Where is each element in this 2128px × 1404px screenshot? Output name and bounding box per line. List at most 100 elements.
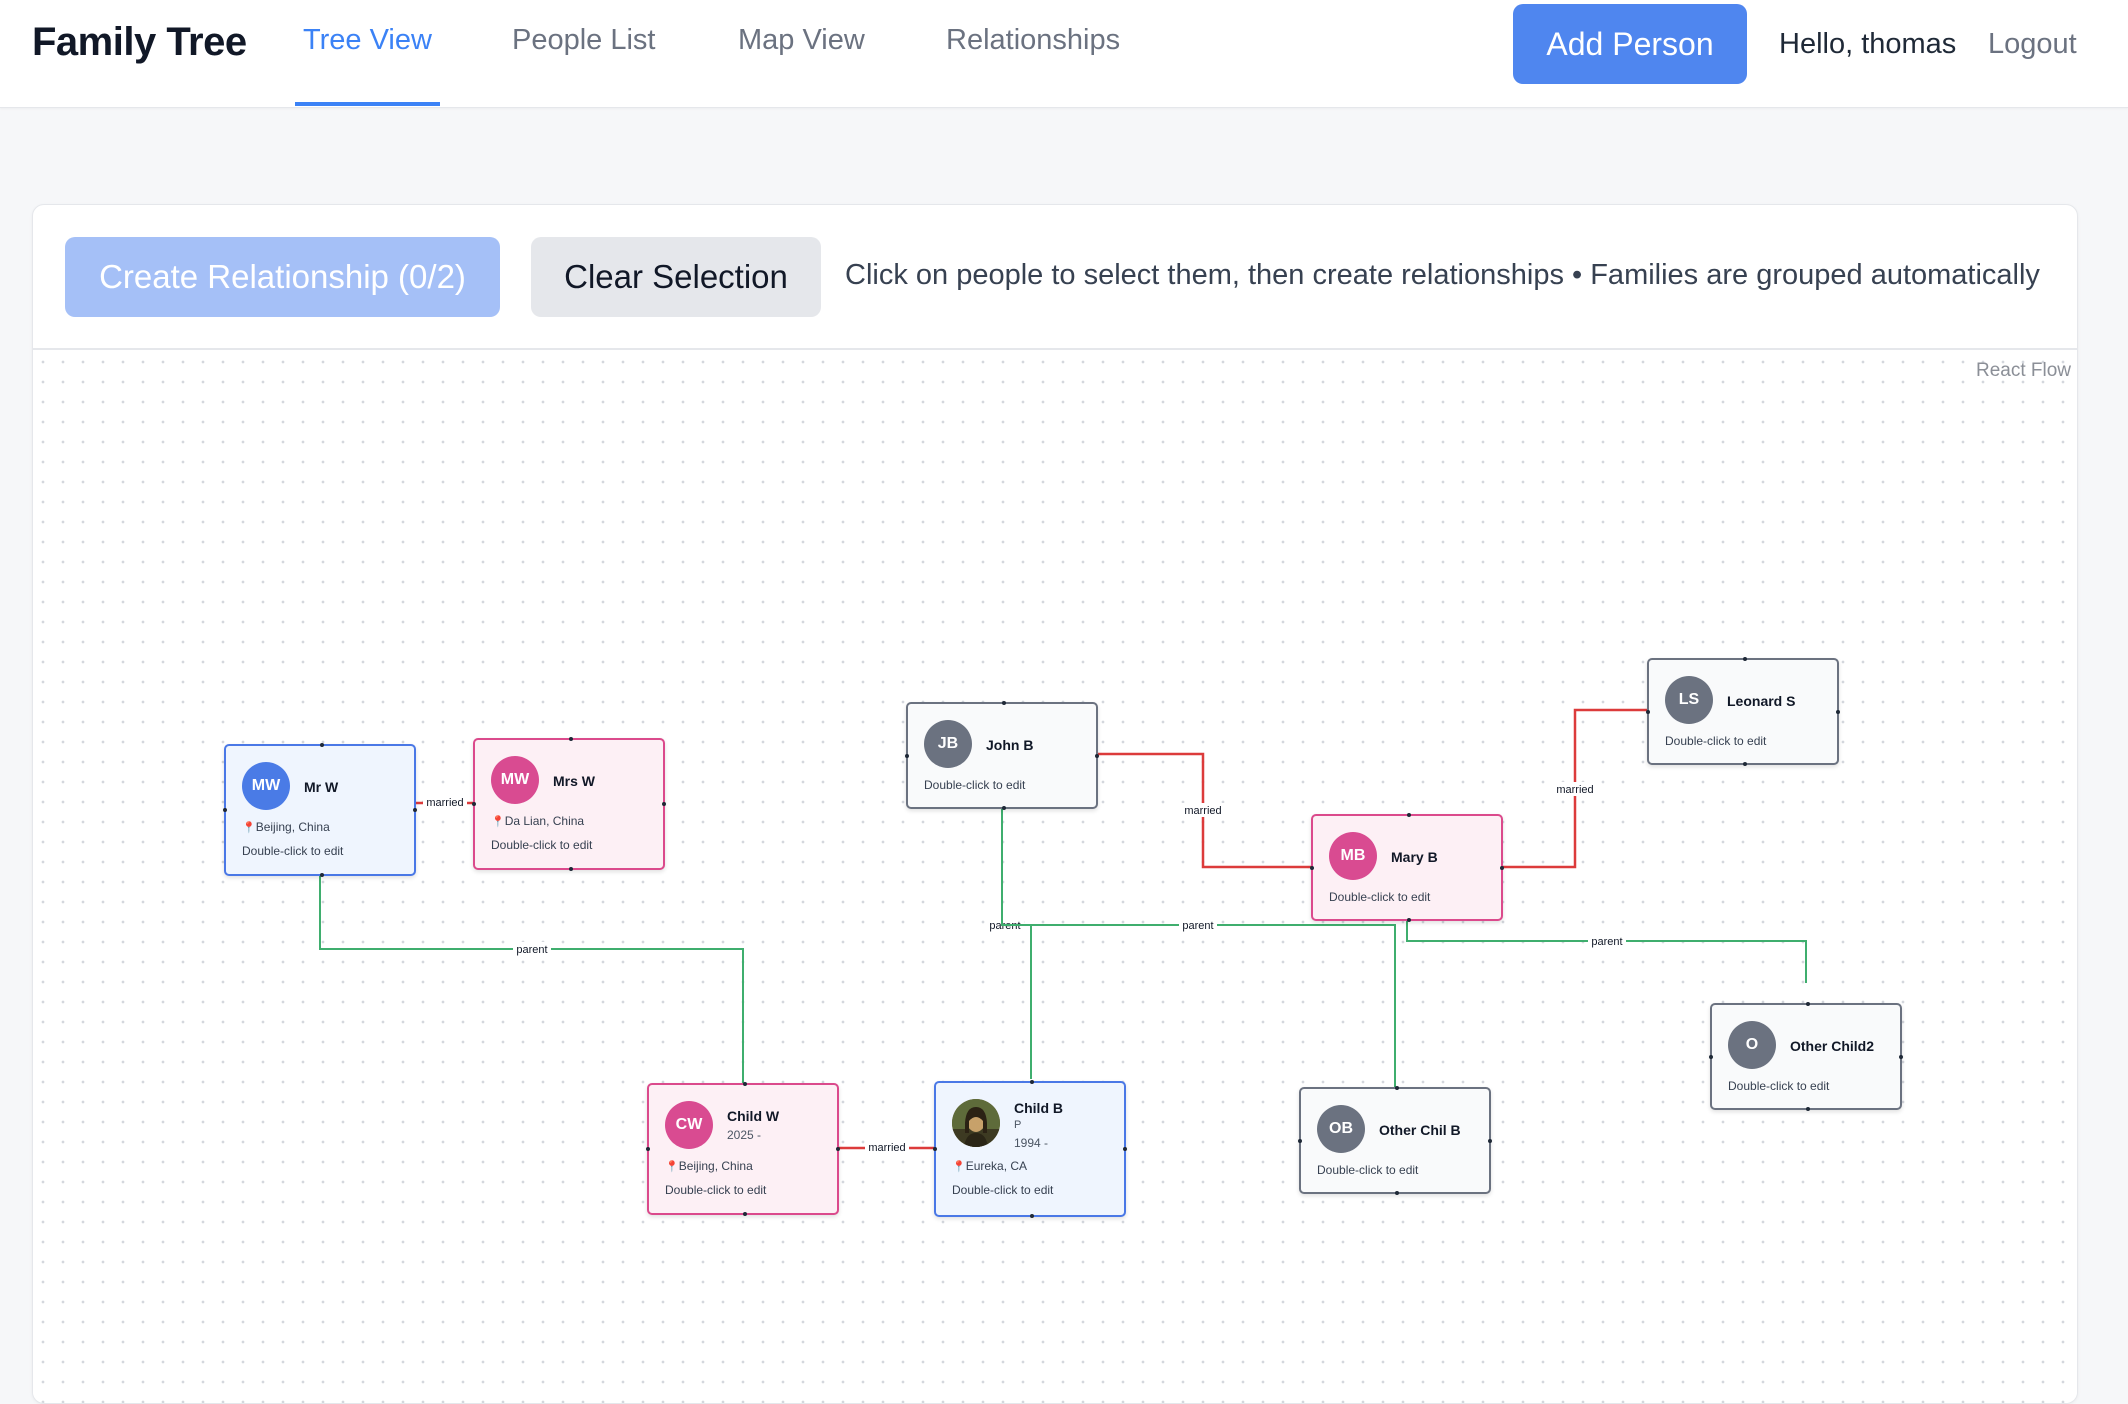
edge-parent-johnb-childb[interactable]: parent <box>986 809 1032 1079</box>
avatar: O <box>1728 1021 1776 1069</box>
connection-handle[interactable] <box>1395 1191 1399 1195</box>
edge-label: parent <box>1591 936 1622 948</box>
person-node-john-b[interactable]: JB John B Double-click to edit <box>905 701 1099 810</box>
person-node-leonard-s[interactable]: LS Leonard S Double-click to edit <box>1646 657 1840 766</box>
tab-tree-view[interactable]: Tree View <box>303 24 432 56</box>
connection-handle[interactable] <box>1806 1002 1810 1006</box>
edge-married-johnb-maryb[interactable]: married <box>1098 752 1311 869</box>
location-pin-icon: 📍 <box>952 1161 966 1173</box>
user-greeting: Hello, thomas <box>1779 28 1957 60</box>
logout-link[interactable]: Logout <box>1988 28 2077 60</box>
person-node-child-w[interactable]: CW Child W 2025 - 📍Beijing, China Double… <box>646 1082 840 1216</box>
react-flow-attribution[interactable]: React Flow <box>1975 360 2071 381</box>
person-node-other-child2[interactable]: O Other Child2 Double-click to edit <box>1709 1002 1903 1111</box>
connection-handle[interactable] <box>1395 1086 1399 1090</box>
edit-hint: Double-click to edit <box>491 838 593 852</box>
add-person-button[interactable]: Add Person <box>1513 4 1747 84</box>
tree-canvas[interactable]: React Flow married married married <box>33 352 2077 1403</box>
tree-panel: Create Relationship (0/2) Clear Selectio… <box>32 204 2078 1404</box>
location-pin-icon: 📍 <box>665 1161 679 1173</box>
toolbar-hint-text: Click on people to select them, then cre… <box>845 259 2040 291</box>
avatar: MW <box>242 762 290 810</box>
connection-handle[interactable] <box>1646 710 1650 714</box>
connection-handle[interactable] <box>662 802 666 806</box>
edit-hint: Double-click to edit <box>1665 734 1767 748</box>
connection-handle[interactable] <box>320 873 324 877</box>
edge-married-childw-childb[interactable]: married <box>838 1140 935 1154</box>
edit-hint: Double-click to edit <box>952 1183 1054 1197</box>
edge-label: married <box>1184 805 1221 817</box>
connection-handle[interactable] <box>1806 1107 1810 1111</box>
connection-handle[interactable] <box>223 808 227 812</box>
connection-handle[interactable] <box>1407 918 1411 922</box>
connection-handle[interactable] <box>1310 866 1314 870</box>
edge-label: parent <box>1182 920 1213 932</box>
edge-parent-maryb-otherchild2[interactable]: parent <box>1406 919 1807 983</box>
edge-label: married <box>868 1142 905 1154</box>
edit-hint: Double-click to edit <box>242 844 344 858</box>
connection-handle[interactable] <box>1002 806 1006 810</box>
connection-handle[interactable] <box>569 867 573 871</box>
connection-handle[interactable] <box>1836 710 1840 714</box>
top-nav-bar: Family Tree Tree View People List Map Vi… <box>0 0 2128 108</box>
connection-handle[interactable] <box>1743 657 1747 661</box>
connection-handle[interactable] <box>1899 1055 1903 1059</box>
person-location: 📍Da Lian, China <box>491 814 585 828</box>
connection-handle[interactable] <box>1488 1139 1492 1143</box>
edge-label: married <box>426 797 463 809</box>
edge-married-maryb-leonards[interactable]: married <box>1503 708 1648 869</box>
avatar: MW <box>491 756 539 804</box>
person-node-other-chil-b[interactable]: OB Other Chil B Double-click to edit <box>1298 1086 1492 1195</box>
connection-handle[interactable] <box>569 737 573 741</box>
connection-handle[interactable] <box>1743 762 1747 766</box>
location-pin-icon: 📍 <box>491 816 505 828</box>
relationship-edges: married married married married <box>319 708 1807 1154</box>
edge-married-mrw-mrsw[interactable]: married <box>416 795 473 809</box>
connection-handle[interactable] <box>905 754 909 758</box>
person-dates: 2025 - <box>727 1128 762 1142</box>
location-pin-icon: 📍 <box>242 822 256 834</box>
create-relationship-button[interactable]: Create Relationship (0/2) <box>65 237 500 317</box>
connection-handle[interactable] <box>1500 866 1504 870</box>
edge-label: married <box>1556 784 1593 796</box>
person-name: Leonard S <box>1727 693 1796 709</box>
connection-handle[interactable] <box>743 1082 747 1086</box>
edge-label: parent <box>516 944 547 956</box>
connection-handle[interactable] <box>413 808 417 812</box>
person-name: Other Child2 <box>1790 1038 1875 1054</box>
connection-handle[interactable] <box>646 1147 650 1151</box>
connection-handle[interactable] <box>1298 1139 1302 1143</box>
person-note: P <box>1014 1119 1022 1131</box>
edge-parent-mrw-childw[interactable]: parent <box>319 855 744 1087</box>
tab-map-view[interactable]: Map View <box>738 24 865 56</box>
connection-handle[interactable] <box>933 1147 937 1151</box>
edit-hint: Double-click to edit <box>1317 1163 1419 1177</box>
connection-handle[interactable] <box>320 743 324 747</box>
edit-hint: Double-click to edit <box>1329 890 1431 904</box>
person-node-child-b[interactable]: Child B P 1994 - 📍Eureka, CA Double-clic… <box>933 1080 1127 1218</box>
connection-handle[interactable] <box>1095 754 1099 758</box>
connection-handle[interactable] <box>1123 1147 1127 1151</box>
clear-selection-button[interactable]: Clear Selection <box>531 237 821 317</box>
connection-handle[interactable] <box>1030 1080 1034 1084</box>
tab-people-list[interactable]: People List <box>512 24 656 56</box>
person-node-mr-w[interactable]: MW Mr W 📍Beijing, China Double-click to … <box>223 743 417 877</box>
tab-relationships[interactable]: Relationships <box>946 24 1121 56</box>
edge-parent-johnb-otherchilb[interactable]: parent <box>1001 809 1396 1087</box>
connection-handle[interactable] <box>836 1147 840 1151</box>
person-name: Mary B <box>1391 849 1438 865</box>
connection-handle[interactable] <box>1002 701 1006 705</box>
avatar-photo <box>952 1099 1000 1147</box>
person-node-mrs-w[interactable]: MW Mrs W 📍Da Lian, China Double-click to… <box>472 737 666 871</box>
person-name: Mr W <box>304 779 339 795</box>
person-name: John B <box>986 737 1034 753</box>
connection-handle[interactable] <box>1709 1055 1713 1059</box>
connection-handle[interactable] <box>1407 813 1411 817</box>
person-node-mary-b[interactable]: MB Mary B Double-click to edit <box>1310 813 1504 922</box>
app-brand: Family Tree <box>32 20 247 64</box>
person-location: 📍Eureka, CA <box>952 1159 1028 1173</box>
person-location: 📍Beijing, China <box>665 1159 753 1173</box>
connection-handle[interactable] <box>472 802 476 806</box>
connection-handle[interactable] <box>743 1212 747 1216</box>
connection-handle[interactable] <box>1030 1214 1034 1218</box>
